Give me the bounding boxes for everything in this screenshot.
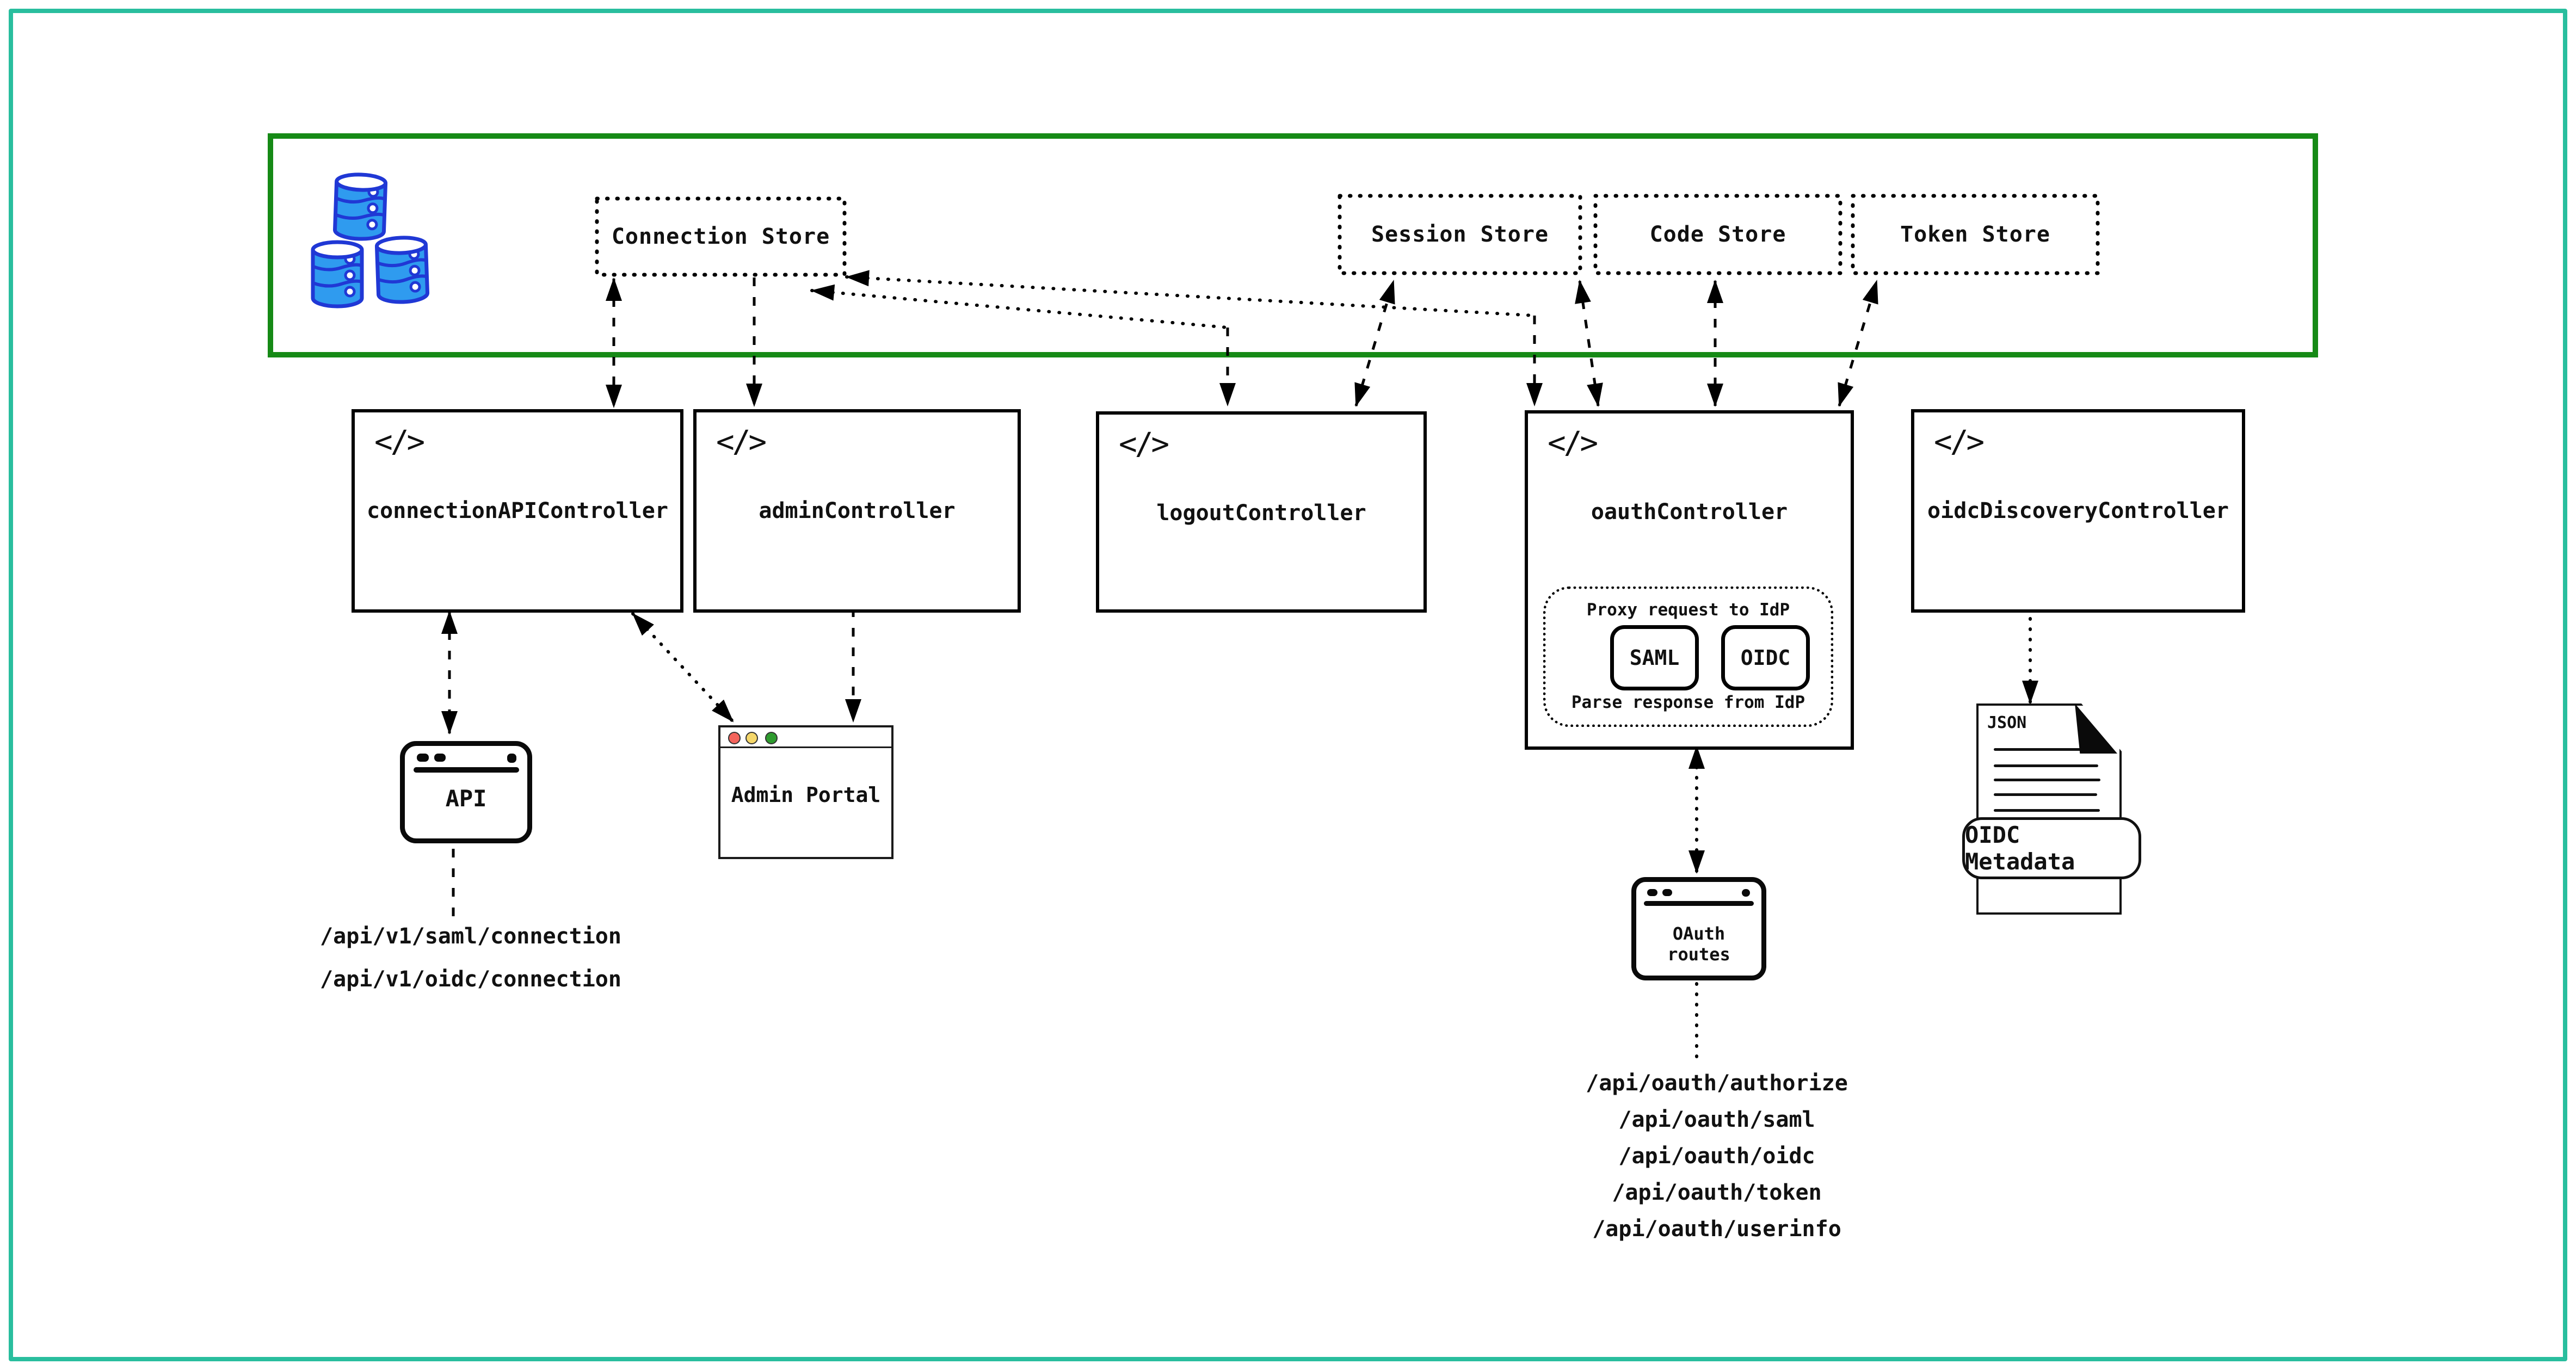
document-line <box>1994 748 2086 751</box>
code-icon: </> <box>716 424 767 460</box>
oidc-discovery-controller: </> oidcDiscoveryController <box>1911 409 2245 613</box>
code-icon: </> <box>374 424 425 460</box>
maximize-icon <box>765 732 778 744</box>
controller-label: oauthController <box>1591 499 1788 524</box>
logout-controller: </> logoutController <box>1096 411 1427 613</box>
document-line <box>1994 793 2097 796</box>
browser-dot-icon <box>1742 889 1750 897</box>
admin-portal-label: Admin Portal <box>731 783 881 807</box>
document-line <box>1994 764 2098 767</box>
connection-api-controller: </> connectionAPIController <box>352 409 683 613</box>
browser-chrome-bar <box>414 767 519 773</box>
browser-dot-icon <box>417 754 429 762</box>
token-store-label: Token Store <box>1900 222 2050 247</box>
controller-label: connectionAPIController <box>367 498 668 523</box>
idp-proxy-box: Proxy request to IdP SAML OIDC Parse res… <box>1543 587 1833 727</box>
oidc-metadata-banner: OIDC Metadata <box>1962 817 2141 879</box>
oauth-routes-label: OAuth routes <box>1667 923 1730 965</box>
code-icon: </> <box>1934 424 1985 460</box>
admin-controller: </> adminController <box>693 409 1021 613</box>
proxy-footer: Parse response from IdP <box>1571 693 1805 712</box>
code-icon: </> <box>1548 425 1598 461</box>
oauth-route: /api/oauth/saml <box>1618 1107 1815 1132</box>
browser-dot-icon <box>434 754 446 762</box>
oauth-routes-client: OAuth routes <box>1631 877 1766 980</box>
session-store-label: Session Store <box>1371 222 1549 247</box>
oauth-route: /api/oauth/oidc <box>1618 1144 1815 1169</box>
document-line <box>1994 809 2100 812</box>
minimize-icon <box>745 732 758 744</box>
controller-label: logoutController <box>1156 501 1366 526</box>
window-titlebar <box>720 727 891 748</box>
close-icon <box>728 732 741 744</box>
browser-chrome-bar <box>1644 901 1754 906</box>
oauth-route: /api/oauth/authorize <box>1586 1071 1848 1096</box>
controller-label: oidcDiscoveryController <box>1927 498 2229 523</box>
oidc-protocol-box: OIDC <box>1721 625 1810 690</box>
oauth-controller: </> oauthController Proxy request to IdP… <box>1525 410 1854 750</box>
code-store-label: Code Store <box>1649 222 1786 247</box>
api-label: API <box>445 785 487 812</box>
admin-portal-window: Admin Portal <box>718 725 893 859</box>
connection-store-label: Connection Store <box>611 224 830 249</box>
browser-dot-icon <box>1662 889 1672 896</box>
api-route-saml: /api/v1/saml/connection <box>320 924 621 949</box>
code-icon: </> <box>1119 427 1169 462</box>
api-route-oidc: /api/v1/oidc/connection <box>320 967 621 992</box>
edge-connapi-admin-portal <box>631 612 735 723</box>
api-client: API <box>400 741 532 843</box>
store-layer-container <box>268 133 2318 357</box>
document-line <box>1994 779 2100 781</box>
oauth-route: /api/oauth/token <box>1612 1180 1822 1205</box>
controller-label: adminController <box>759 498 956 523</box>
browser-dot-icon <box>507 754 516 763</box>
saml-protocol-box: SAML <box>1610 625 1699 690</box>
browser-dot-icon <box>1647 889 1657 896</box>
json-file-type-label: JSON <box>1987 713 2027 732</box>
oauth-routes-list: /api/oauth/authorize /api/oauth/saml /ap… <box>1534 1065 1899 1248</box>
oauth-route: /api/oauth/userinfo <box>1592 1217 1841 1242</box>
proxy-title: Proxy request to IdP <box>1586 600 1790 620</box>
